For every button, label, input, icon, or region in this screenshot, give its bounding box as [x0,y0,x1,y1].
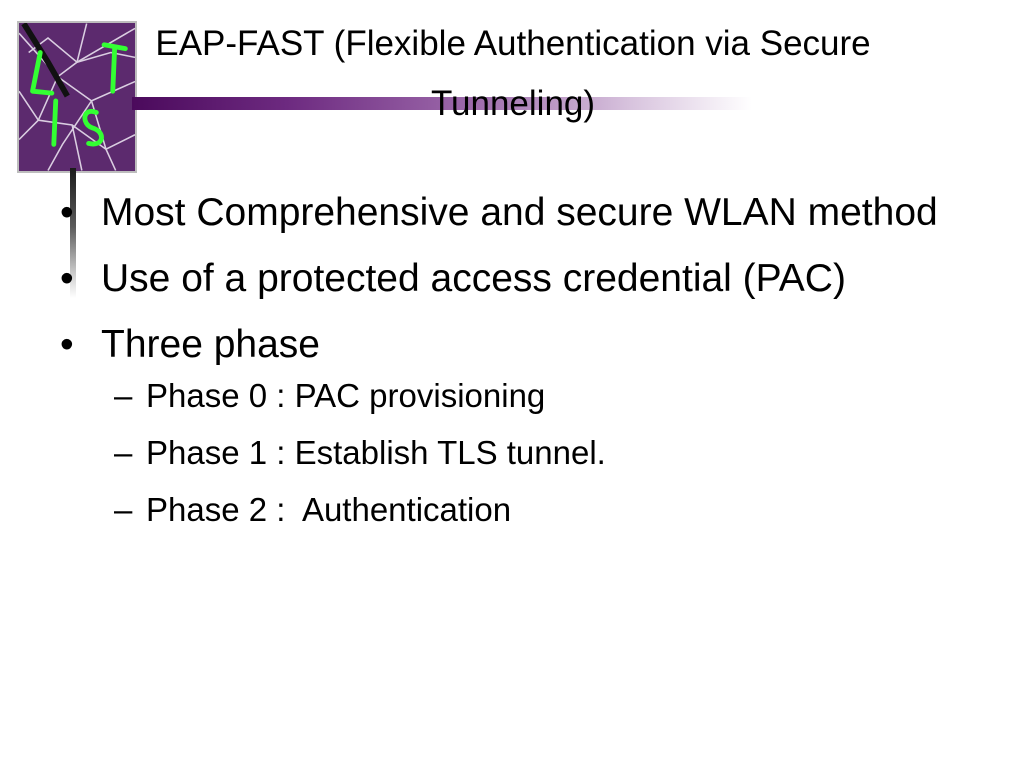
bullet-item: • Most Comprehensive and secure WLAN met… [54,186,994,239]
bullet-list: • Most Comprehensive and secure WLAN met… [54,186,994,371]
sub-bullet-marker: – [114,377,133,414]
bullet-text: Most Comprehensive and secure WLAN metho… [101,191,938,234]
sub-bullet-text: Phase 2 : Authentication [146,491,512,528]
sub-bullet-item: – Phase 2 : Authentication [54,488,994,532]
bullet-item: • Three phase [54,318,994,371]
slide-title: EAP-FAST (Flexible Authentication via Se… [155,24,871,123]
bullet-text: Use of a protected access credential (PA… [101,257,846,300]
sub-bullet-text: Phase 0 : PAC provisioning [146,377,546,414]
sub-bullet-marker: – [114,434,133,471]
vertical-accent-bar [70,168,76,298]
bullet-marker: • [60,323,74,366]
cracked-glass-logo-icon [17,21,137,173]
sub-bullet-text: Phase 1 : Establish TLS tunnel. [146,434,606,471]
bullet-text: Three phase [101,323,320,366]
slide-content: • Most Comprehensive and secure WLAN met… [54,186,994,545]
sub-bullet-item: – Phase 0 : PAC provisioning [54,374,994,418]
bullet-item: • Use of a protected access credential (… [54,252,994,305]
logo-graphic [19,23,135,171]
sub-bullet-list: – Phase 0 : PAC provisioning – Phase 1 :… [54,374,994,532]
sub-bullet-item: – Phase 1 : Establish TLS tunnel. [54,431,994,475]
bullet-marker: • [60,257,74,300]
title-accent-bar [132,97,752,110]
sub-bullet-marker: – [114,491,133,528]
bullet-marker: • [60,191,74,234]
